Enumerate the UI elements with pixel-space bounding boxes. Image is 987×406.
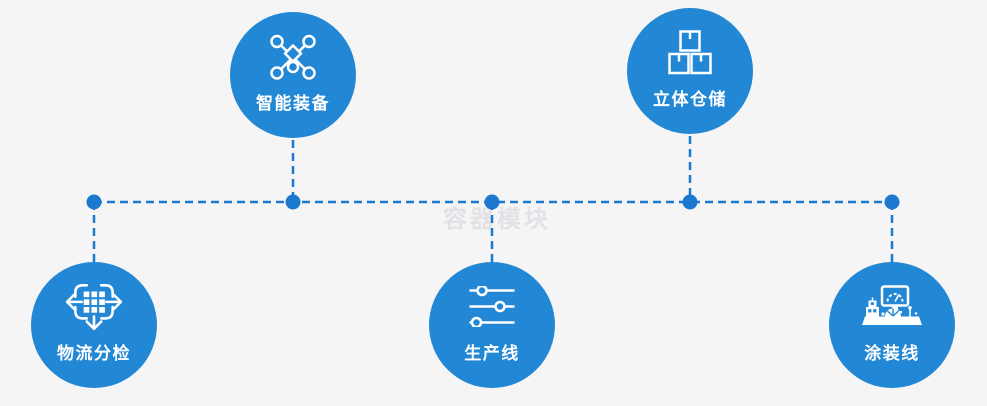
node-logistics-sorting[interactable]: 物流分检	[31, 262, 157, 388]
junction-dot	[682, 194, 698, 210]
junction-dot	[285, 194, 301, 210]
junction-dot	[484, 194, 500, 210]
node-label: 立体仓储	[653, 90, 727, 110]
sliders-icon	[469, 280, 515, 332]
node-label: 涂装线	[864, 344, 920, 364]
node-label: 智能装备	[256, 94, 330, 114]
junction-dot	[884, 194, 900, 210]
watermark-text: 容器模块	[443, 205, 551, 233]
stacked-boxes-icon	[668, 26, 712, 78]
node-production-line[interactable]: 生产线	[429, 262, 555, 388]
network-nodes-icon	[268, 30, 318, 82]
node-label: 生产线	[464, 344, 520, 364]
sorting-dispatch-icon	[65, 280, 123, 332]
machine-monitor-icon	[858, 280, 926, 332]
node-stereo-warehouse[interactable]: 立体仓储	[627, 8, 753, 134]
node-coating-line[interactable]: 涂装线	[829, 262, 955, 388]
node-smart-equipment[interactable]: 智能装备	[230, 12, 356, 138]
junction-dot	[86, 194, 102, 210]
node-label: 物流分检	[57, 344, 131, 364]
